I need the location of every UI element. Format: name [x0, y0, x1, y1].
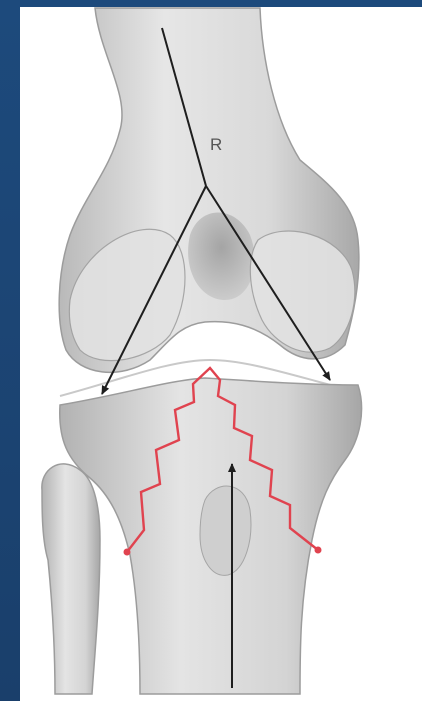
label-r: R	[210, 135, 222, 154]
fibula	[42, 464, 100, 694]
fracture-end-dot-right	[315, 547, 322, 554]
fracture-end-dot-left	[124, 549, 131, 556]
